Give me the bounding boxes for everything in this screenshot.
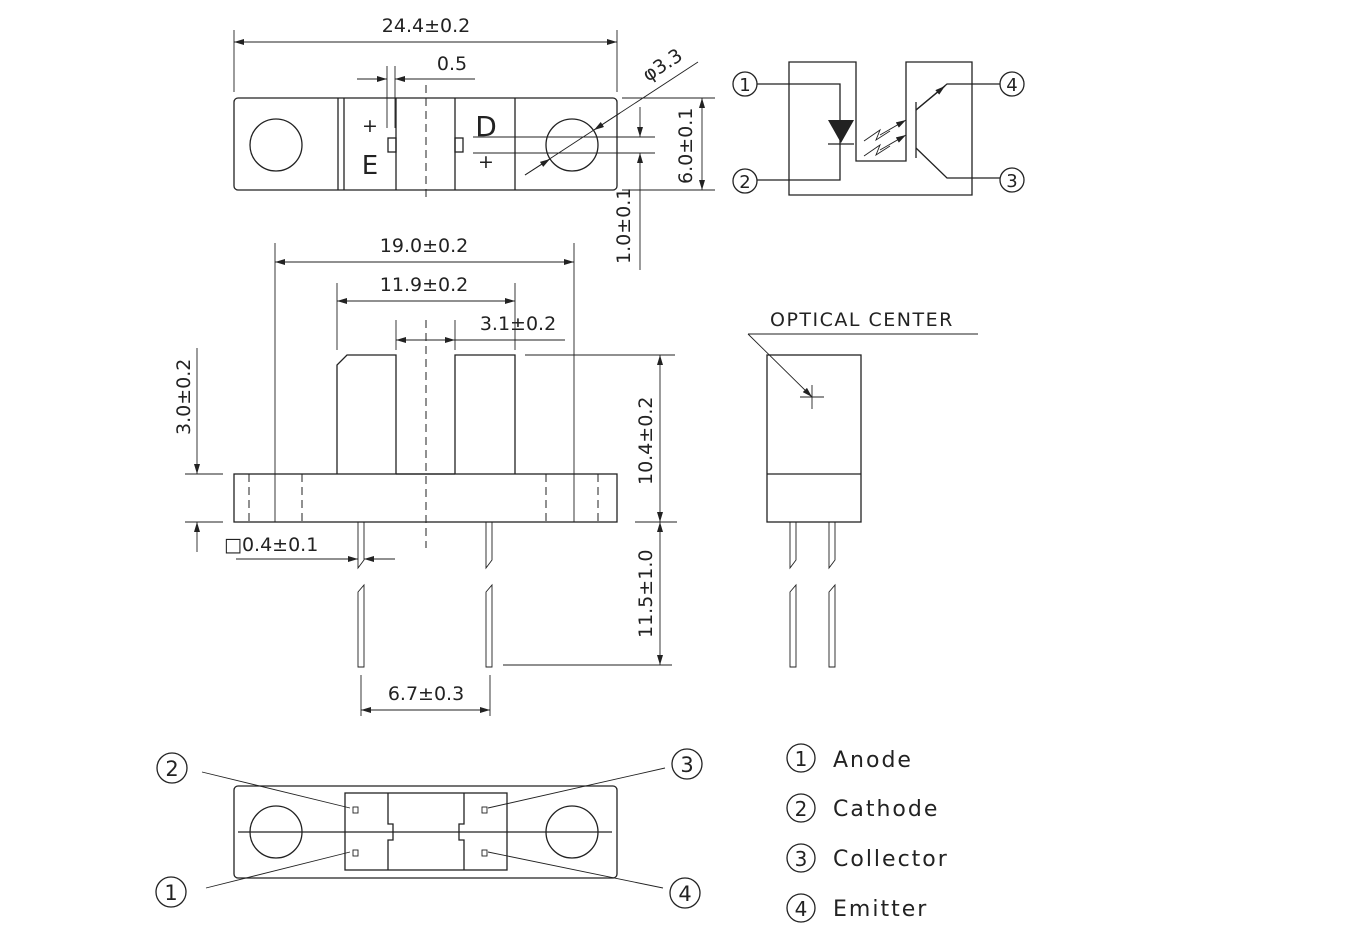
lead-length-dimension: 11.5±1.0 <box>635 550 657 638</box>
pin-2-label: 2 <box>739 172 750 193</box>
slot-width-dimension: 3.1±0.2 <box>480 313 556 335</box>
detector-mark: D <box>475 110 497 143</box>
width-dimension: 24.4±0.2 <box>382 15 470 37</box>
optical-center-label: OPTICAL CENTER <box>770 309 954 331</box>
legend-label: Emitter <box>833 897 928 922</box>
legend-num: 1 <box>795 747 808 771</box>
pin-3-label: 3 <box>680 753 693 777</box>
lead-pitch-dimension: 6.7±0.3 <box>388 683 464 705</box>
bottom-view: 1 2 3 4 <box>155 748 703 909</box>
mount-hole-right <box>545 118 599 172</box>
lead-left <box>357 522 365 668</box>
pin-1-label: 1 <box>164 881 177 905</box>
legend-num: 4 <box>795 897 808 921</box>
gap-dimension: 0.5 <box>437 53 467 75</box>
pin-3-label: 3 <box>1006 171 1017 192</box>
flange-dimension: 3.0±0.2 <box>173 359 195 435</box>
mount-hole-left <box>249 118 303 172</box>
pin-2-label: 2 <box>165 757 178 781</box>
overall-width-dimension: 19.0±0.2 <box>380 235 468 257</box>
body-height-dimension: 10.4±0.2 <box>635 397 657 485</box>
front-view: 19.0±0.2 11.9±0.2 3.1±0.2 3.0±0.2 10.4±0… <box>173 235 677 716</box>
height-dimension: 6.0±0.1 <box>675 108 697 184</box>
legend-label: Cathode <box>833 797 939 822</box>
legend-label: Collector <box>833 847 949 872</box>
slit-dimension: 1.0±0.1 <box>613 188 635 264</box>
legend-label: Anode <box>833 748 913 773</box>
lead-size-dimension: □0.4±0.1 <box>224 534 318 556</box>
plus-mark: + <box>478 151 494 173</box>
pin-4-label: 4 <box>678 882 691 906</box>
circuit-schematic: 1 2 3 4 <box>732 61 1025 196</box>
legend-num: 3 <box>795 847 808 871</box>
slot-outer-dimension: 11.9±0.2 <box>380 274 468 296</box>
led-diode-icon <box>828 120 854 143</box>
top-view: + E D + 24.4±0.2 0.5 φ3.3 6.0±0.1 1.0±0.… <box>233 15 715 270</box>
pin-legend: 1 Anode 2 Cathode 3 Collector 4 Emitter <box>786 743 949 923</box>
hole-diameter-dimension: φ3.3 <box>639 44 687 86</box>
pin-4-label: 4 <box>1006 75 1017 96</box>
plus-mark: + <box>362 115 378 137</box>
emitter-mark: E <box>362 151 378 181</box>
lead-right <box>485 522 493 668</box>
pin-1-label: 1 <box>739 75 750 96</box>
side-view: OPTICAL CENTER <box>747 309 978 668</box>
legend-num: 2 <box>795 797 808 821</box>
